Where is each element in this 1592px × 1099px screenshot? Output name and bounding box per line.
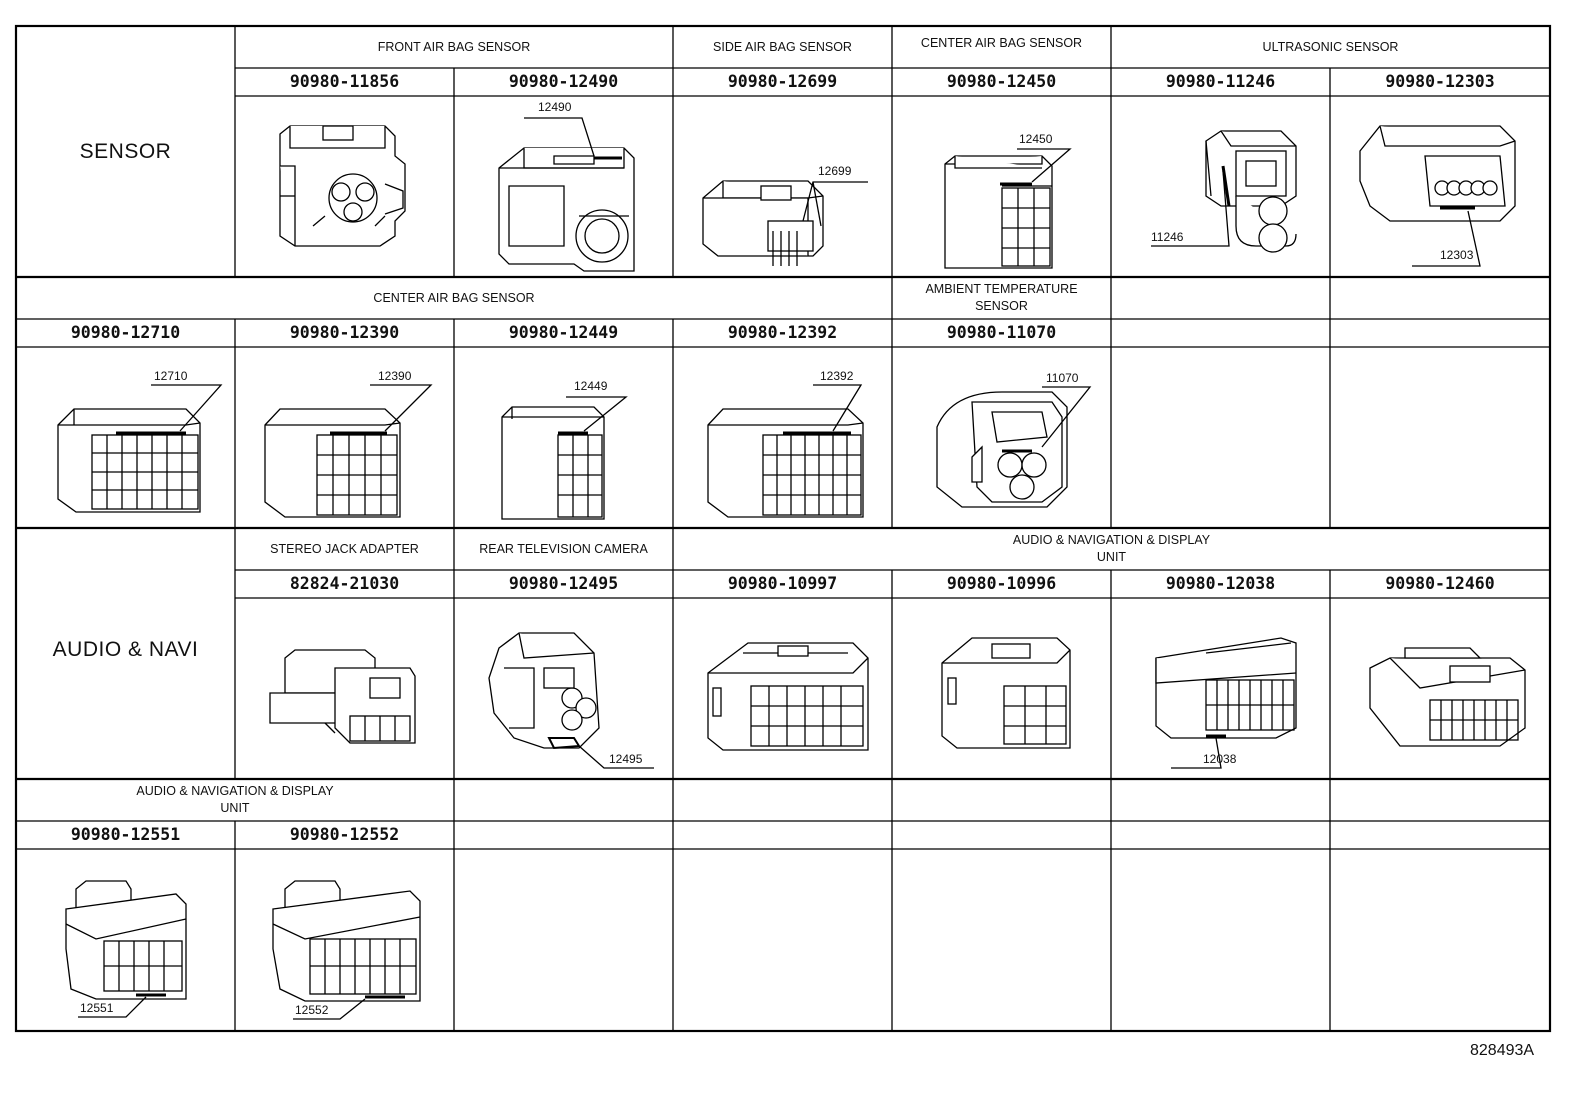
callout-label: 12449 xyxy=(574,379,608,393)
group-header-center-air-bag-sensor: CENTER AIR BAG SENSOR xyxy=(373,290,535,305)
connector-drawing: 12449 xyxy=(454,347,673,528)
callout-label: 12551 xyxy=(80,1001,114,1015)
connector-drawing xyxy=(673,598,892,779)
group-header-front-air-bag-sensor: FRONT AIR BAG SENSOR xyxy=(377,39,531,54)
group-header-stereo-jack-adapter: STEREO JACK ADAPTER xyxy=(270,541,419,556)
callout-label: 12390 xyxy=(378,369,412,383)
connector-drawing xyxy=(235,96,454,277)
part-number: 90980-12495 xyxy=(508,574,619,593)
part-number: 90980-12038 xyxy=(1165,574,1276,593)
connector-drawing: 11070 xyxy=(892,347,1111,528)
part-number: 90980-12450 xyxy=(946,72,1057,91)
group-header-side-air-bag-sensor: SIDE AIR BAG SENSOR xyxy=(713,39,852,54)
connector-drawing: 11246 xyxy=(1111,96,1330,277)
connector-drawing: 12551 xyxy=(16,849,235,1031)
connector-drawing: 12495 xyxy=(454,598,673,779)
part-number: 90980-10997 xyxy=(727,574,838,593)
connector-drawing: 12038 xyxy=(1111,598,1330,779)
part-number: 90980-11246 xyxy=(1165,72,1276,91)
callout-label: 12450 xyxy=(1019,132,1053,146)
callout-label: 12710 xyxy=(154,369,188,383)
callout-label: 12392 xyxy=(820,369,854,383)
connector-drawing: 12552 xyxy=(235,849,454,1031)
connector-drawing xyxy=(1330,598,1550,779)
connector-drawing: 12450 xyxy=(892,96,1111,277)
callout-label: 12552 xyxy=(295,1003,329,1017)
group-header-ultrasonic-sensor: ULTRASONIC SENSOR xyxy=(1262,39,1399,54)
connector-drawing: 12392 xyxy=(673,347,892,528)
connector-drawing: 12710 xyxy=(16,347,235,528)
part-number: 90980-12490 xyxy=(508,72,619,91)
connector-drawing xyxy=(235,598,454,779)
connector-drawing: 12390 xyxy=(235,347,454,528)
part-number: 90980-12390 xyxy=(289,323,400,342)
callout-label: 12038 xyxy=(1203,752,1237,766)
part-number: 90980-12551 xyxy=(70,825,181,844)
callout-label: 11246 xyxy=(1151,230,1184,244)
part-number: 90980-11856 xyxy=(289,72,400,91)
connector-drawing: 12490 xyxy=(454,96,673,277)
part-number: 90980-12449 xyxy=(508,323,619,342)
connector-drawing xyxy=(892,598,1111,779)
part-number: 90980-12460 xyxy=(1385,574,1495,593)
callout-label: 12495 xyxy=(609,752,643,766)
group-header-ambient-temperature-sensor: AMBIENT TEMPERATURE SENSOR xyxy=(925,282,1078,313)
callout-label: 11070 xyxy=(1046,371,1079,385)
part-number: 90980-12699 xyxy=(727,72,838,91)
part-number: 90980-12392 xyxy=(727,323,838,342)
connector-drawing: 12699 xyxy=(673,96,892,277)
part-number: 90980-12710 xyxy=(70,323,181,342)
part-number: 90980-12303 xyxy=(1385,72,1495,91)
callout-label: 12699 xyxy=(818,164,852,178)
part-number: 82824-21030 xyxy=(289,574,400,593)
group-header-audio-navigation-display-unit: AUDIO & NAVIGATION & DISPLAY UNIT xyxy=(136,784,334,815)
group-header-center-air-bag-sensor: CENTER AIR BAG SENSOR xyxy=(920,35,1083,50)
part-number: 90980-11070 xyxy=(946,323,1057,342)
part-number: 90980-10996 xyxy=(946,574,1057,593)
figure-reference: 828493A xyxy=(1470,1042,1535,1059)
callout-label: 12490 xyxy=(538,100,572,114)
group-header-audio-navigation-display-unit: AUDIO & NAVIGATION & DISPLAY UNIT xyxy=(1012,533,1211,564)
part-number: 90980-12552 xyxy=(289,825,400,844)
section-label-audio-navi: AUDIO & NAVI xyxy=(52,638,199,661)
callout-label: 12303 xyxy=(1440,248,1474,262)
group-header-rear-television-camera: REAR TELEVISION CAMERA xyxy=(479,541,648,556)
connector-drawing: 12303 xyxy=(1330,96,1550,277)
section-label-sensor: SENSOR xyxy=(79,140,172,163)
